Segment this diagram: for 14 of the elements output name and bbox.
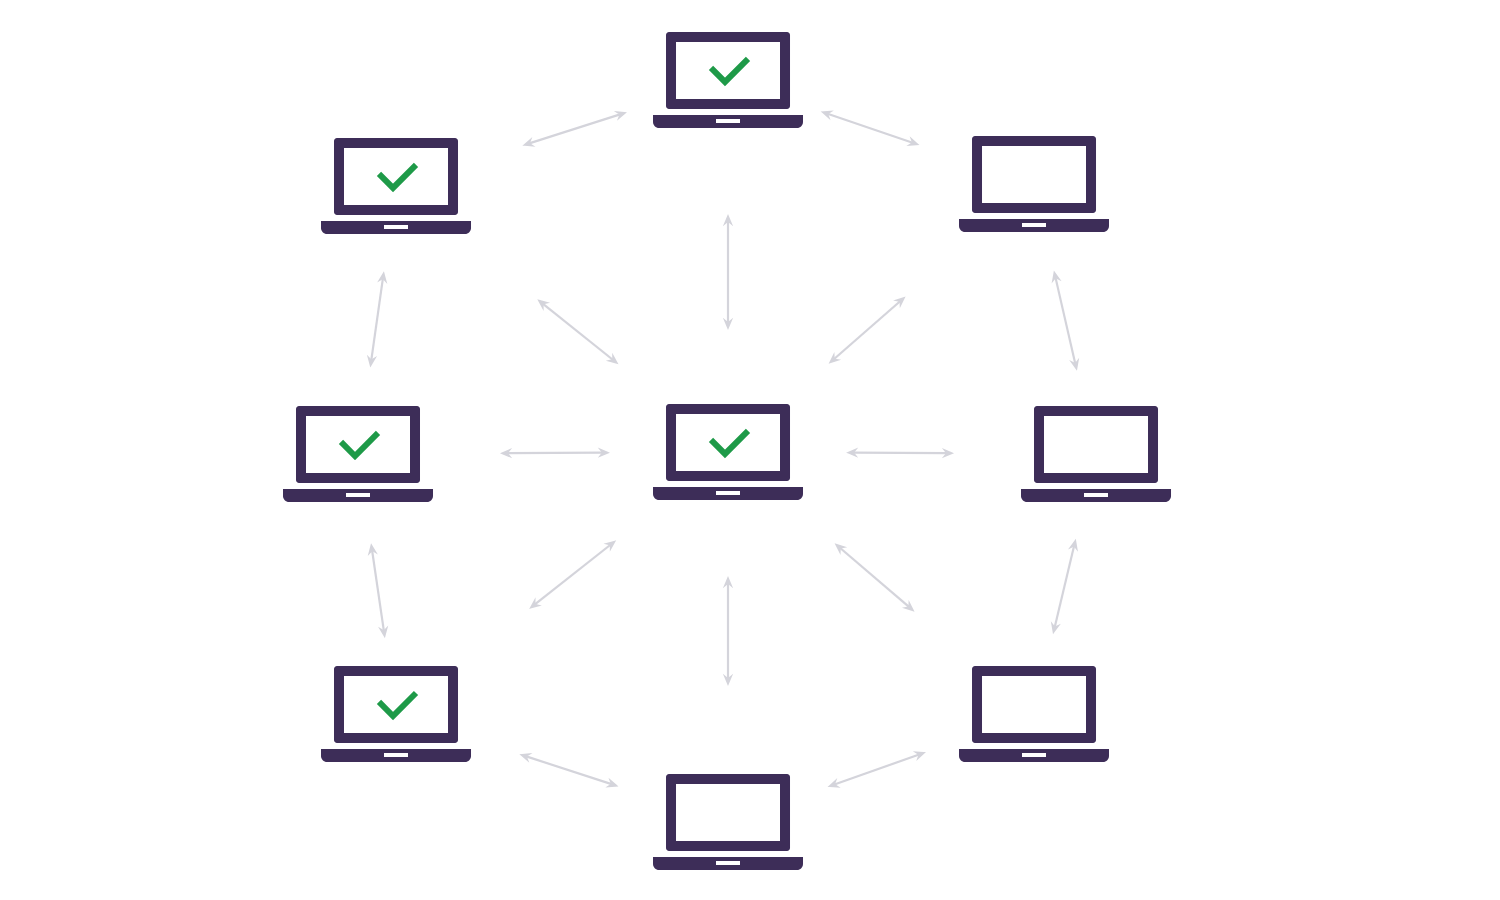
tick-icon — [708, 56, 751, 87]
laptop — [959, 136, 1109, 232]
laptop — [959, 666, 1109, 762]
tick-icon — [376, 690, 419, 721]
laptop — [1021, 406, 1171, 502]
tick-icon — [708, 428, 751, 459]
laptop — [321, 666, 471, 762]
tick-icon — [376, 162, 419, 193]
laptop — [283, 406, 433, 502]
laptop — [321, 138, 471, 234]
laptop — [653, 404, 803, 500]
tick-icon — [338, 430, 381, 461]
laptop — [653, 774, 803, 870]
laptop — [653, 32, 803, 128]
